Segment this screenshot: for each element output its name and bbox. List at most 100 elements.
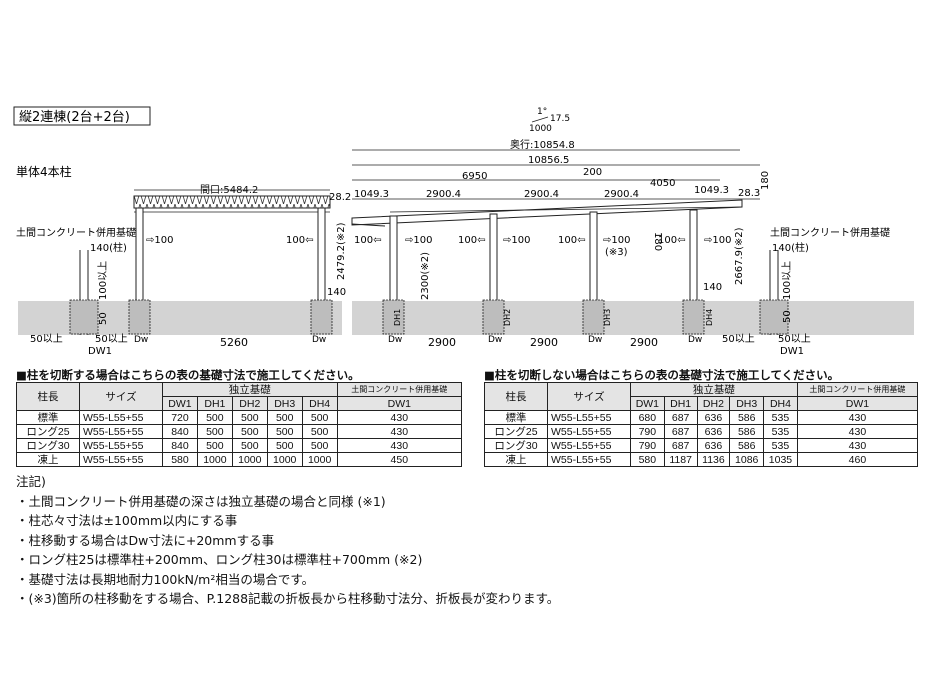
cell-value: 636 <box>696 424 731 439</box>
dim-dw-f: Dw <box>688 335 702 345</box>
cell-value: 1136 <box>696 452 731 467</box>
pitch-run: 1000 <box>529 124 552 134</box>
cell-value: 430 <box>796 410 919 425</box>
cell-value: 430 <box>336 410 463 425</box>
foundation-table-cut: 柱長 サイズ 独立基礎 土間コンクリート併用基礎 DW1 DH1 DH2 DH3… <box>16 382 463 467</box>
cell-value: 1187 <box>663 452 698 467</box>
cell-pillar: ロング30 <box>484 438 548 453</box>
sub-header: DW1 <box>796 396 919 411</box>
cell-value: 535 <box>763 410 798 425</box>
pitch-deg: 1° <box>537 107 547 117</box>
header-indep: 独立基礎 <box>162 382 338 397</box>
dim-50-right-b: 50以上 <box>778 333 811 345</box>
cell-pillar: ロング30 <box>16 438 80 453</box>
dim-4050: 4050 <box>650 178 675 189</box>
dim-50-left-b: 50以上 <box>95 333 128 345</box>
cell-pillar: ロング25 <box>484 424 548 439</box>
title-box <box>13 106 151 126</box>
arrow-b: ⇨100 <box>405 235 432 246</box>
cell-value: 1000 <box>231 452 268 467</box>
cell-value: 500 <box>266 438 303 453</box>
cell-value: 450 <box>336 452 463 467</box>
header-size: サイズ <box>79 382 163 411</box>
cell-value: 430 <box>336 438 463 453</box>
cell-value: 720 <box>162 410 198 425</box>
note-item: ・柱移動する場合はDw寸法に+20mmする事 <box>16 532 275 548</box>
dim-dw-d: Dw <box>488 335 502 345</box>
dim-5260: 5260 <box>220 336 248 349</box>
note-item: ・柱芯々寸法は±100mm以内にする事 <box>16 513 238 528</box>
sub-header: DH4 <box>301 396 338 411</box>
cell-size: W55-L55+55 <box>547 452 631 467</box>
notes-heading: 注記) <box>16 474 46 489</box>
header-slab: 土間コンクリート併用基礎 <box>336 382 463 397</box>
dim-frontage: 間口:5484.2 <box>200 184 258 196</box>
notes: 注記) ・土間コンクリート併用基礎の深さは独立基礎の場合と同様 (※1) ・柱芯… <box>16 472 559 609</box>
cell-size: W55-L55+55 <box>79 410 163 425</box>
cell-value: 840 <box>162 424 198 439</box>
cell-value: 1000 <box>301 452 338 467</box>
cell-value: 580 <box>162 452 198 467</box>
cell-value: 636 <box>696 410 731 425</box>
cell-pillar: 標準 <box>484 410 548 425</box>
dim-depth-outer: 10856.5 <box>528 155 569 166</box>
pitch-rise: 17.5 <box>550 114 570 124</box>
cell-value: 586 <box>729 438 765 453</box>
header-pillar: 柱長 <box>484 382 548 411</box>
cell-value: 1035 <box>763 452 798 467</box>
dim-dw1-right: DW1 <box>780 346 804 357</box>
ground-left <box>18 301 342 335</box>
footing <box>128 299 151 335</box>
note-item: ・(※3)箇所の柱移動をする場合、P.1288記載の折板長から柱移動寸法分、折板… <box>16 591 560 606</box>
dim-dw-c: Dw <box>388 335 402 345</box>
side-elevation: 1° 17.5 1000 奥行:10854.8 10856.5 6950 200… <box>329 107 890 357</box>
dim-2479: 2479.2(※2) <box>336 222 347 280</box>
header-size: サイズ <box>547 382 631 411</box>
dim-100-left: 100以上 <box>97 261 109 300</box>
cell-pillar: 標準 <box>16 410 80 425</box>
cell-value: 500 <box>196 424 233 439</box>
sub-header: DH3 <box>266 396 303 411</box>
dim-6950: 6950 <box>462 171 487 182</box>
sub-header: DH1 <box>196 396 233 411</box>
dim-2300: 2300(※2) <box>420 252 431 300</box>
dim-50-right-v: 50 <box>782 310 793 323</box>
cell-value: 500 <box>231 424 268 439</box>
dim-dw-b: Dw <box>312 335 326 345</box>
dim-2900b: 2900 <box>530 336 558 349</box>
dim-dw-e: Dw <box>588 335 602 345</box>
dim-50-left-v: 50 <box>98 312 109 325</box>
cell-value: 500 <box>301 424 338 439</box>
cell-size: W55-L55+55 <box>547 424 631 439</box>
header-pillar: 柱長 <box>16 382 80 411</box>
cell-size: W55-L55+55 <box>79 438 163 453</box>
arrow-e: 100⇦ <box>558 235 585 246</box>
dim-140a: 140 <box>327 287 346 298</box>
sub-header: DH1 <box>663 396 698 411</box>
arrow-h: ⇨100 <box>704 235 731 246</box>
drawing-title: 縦2連棟(2台+2台) <box>19 110 130 125</box>
arrow-100-a: ⇨100 <box>146 235 173 246</box>
subtitle: 単体4本柱 <box>16 164 72 179</box>
sub-header: DW1 <box>630 396 665 411</box>
cell-value: 636 <box>696 438 731 453</box>
cell-value: 840 <box>162 438 198 453</box>
dim-28-3: 28.3 <box>738 188 760 199</box>
cell-value: 680 <box>630 410 665 425</box>
dim-50-right-a: 50以上 <box>722 333 755 345</box>
sub-header: DH4 <box>763 396 798 411</box>
arrow-100-b: 100⇦ <box>286 235 313 246</box>
cell-pillar: ロング25 <box>16 424 80 439</box>
dim-28-2: 28.2 <box>329 192 351 203</box>
ground-right <box>352 301 914 335</box>
table-left-caption: ■柱を切断する場合はこちらの表の基礎寸法で施工してください。 <box>16 368 360 382</box>
dim-180v: 180 <box>652 232 663 251</box>
dim-140-right: 140(柱) <box>772 241 809 254</box>
cell-value: 535 <box>763 424 798 439</box>
sub-header: DH2 <box>231 396 268 411</box>
cell-value: 790 <box>630 438 665 453</box>
